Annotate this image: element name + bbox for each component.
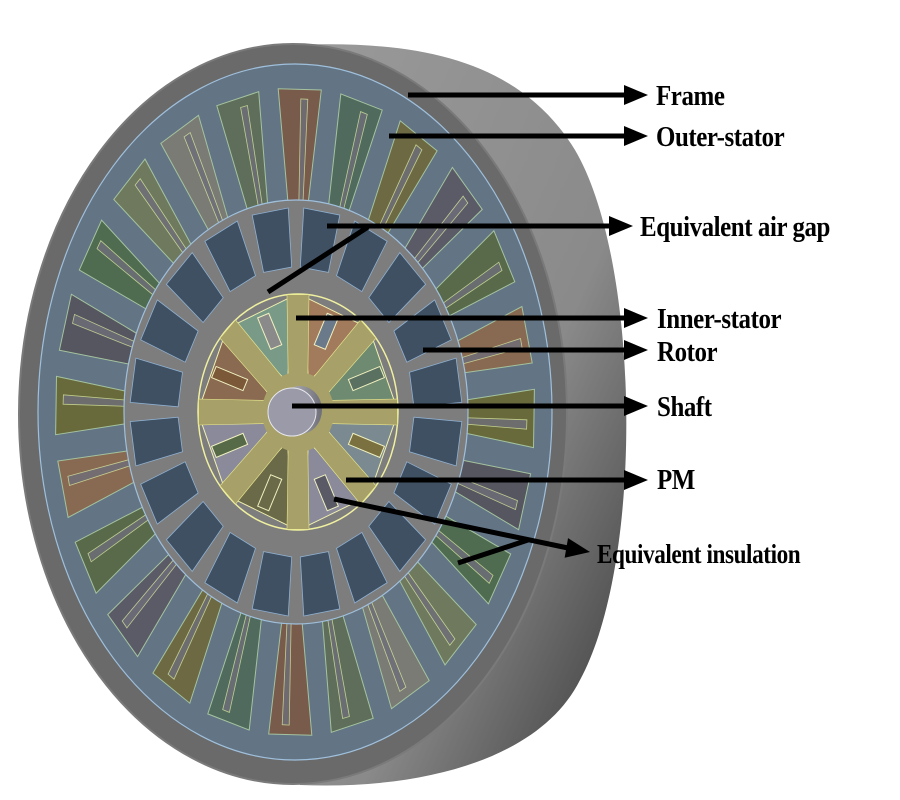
shaft-arrowhead: [624, 396, 648, 416]
rotor-segments: [129, 207, 463, 617]
label-pm: PM: [657, 464, 695, 496]
leader-arrows: [266, 85, 648, 566]
air-gap-arrowhead: [609, 216, 633, 236]
rotor-segment: [140, 461, 199, 525]
label-outer-stator: Outer-stator: [656, 121, 785, 153]
label-inner-stator: Inner-stator: [657, 303, 782, 335]
air-gap-branch-leader: [266, 224, 370, 295]
label-rotor: Rotor: [657, 336, 718, 368]
rotor-segment: [165, 500, 224, 573]
outer-stator: [37, 63, 553, 761]
rotor-segment: [368, 251, 427, 324]
label-frame: Frame: [656, 80, 725, 112]
pm-magnet: [347, 432, 386, 459]
rotor-segment: [409, 416, 463, 467]
rotor-segment: [409, 357, 463, 408]
insulation-leader: [333, 496, 569, 551]
outer-stator-arrowhead: [624, 126, 648, 146]
rotor-segment: [140, 299, 199, 363]
pm-magnet: [347, 365, 386, 392]
rotor-segment: [251, 551, 293, 617]
rotor-segment: [129, 357, 183, 408]
label-equivalent-insulation: Equivalent insulation: [597, 539, 801, 569]
rotor-segment: [393, 299, 452, 363]
rotor-segment: [204, 220, 256, 293]
pm-magnet: [313, 474, 339, 512]
rotor-segment: [336, 531, 388, 604]
pm-magnet: [210, 365, 249, 392]
rotor-segment: [204, 531, 256, 604]
insulation-branch-leader: [457, 537, 529, 566]
rotor-segment: [251, 207, 293, 273]
insulation-arrowhead: [564, 538, 590, 558]
frame-arrowhead: [624, 85, 648, 105]
shaft: [267, 386, 322, 437]
pm-magnet: [257, 474, 283, 512]
pm-arrowhead: [624, 470, 648, 490]
rotor-segment: [393, 461, 452, 525]
rotor-segment: [368, 500, 427, 573]
label-shaft: Shaft: [657, 391, 712, 423]
rotor-segment: [129, 416, 183, 467]
rotor-segment: [299, 551, 341, 617]
pm-magnet: [210, 432, 249, 459]
label-equivalent-air-gap: Equivalent air gap: [640, 211, 830, 243]
rotor-segment: [165, 251, 224, 324]
inner-stator-arrowhead: [624, 308, 648, 328]
pm-magnet: [256, 312, 283, 350]
rotor-arrowhead: [624, 340, 648, 360]
frame-rim-highlight: [18, 43, 568, 785]
